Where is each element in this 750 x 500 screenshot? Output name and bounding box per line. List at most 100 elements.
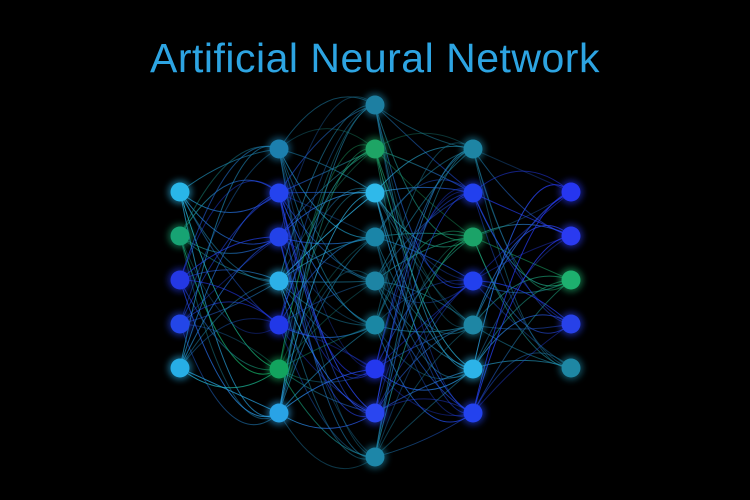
synapse-edge bbox=[278, 192, 376, 414]
neuron-input-layer-4 bbox=[170, 314, 190, 334]
neuron-hidden-layer-2-5 bbox=[365, 271, 385, 291]
neuron-hidden-layer-2-1 bbox=[365, 95, 385, 115]
synapse-edge bbox=[374, 179, 474, 238]
synapse-edge bbox=[374, 280, 474, 458]
neuron-hidden-layer-3-1 bbox=[463, 139, 483, 159]
neuron-hidden-layer-3-3 bbox=[463, 227, 483, 247]
synapse-edge bbox=[374, 230, 474, 326]
synapse-edge bbox=[472, 170, 572, 194]
neuron-hidden-layer-1-3 bbox=[269, 227, 289, 247]
neuron-output-layer-3 bbox=[561, 270, 581, 290]
synapse-edge bbox=[374, 232, 474, 238]
neuron-input-layer-2 bbox=[170, 226, 190, 246]
neuron-output-layer-2 bbox=[561, 226, 581, 246]
neuron-hidden-layer-1-5 bbox=[269, 315, 289, 335]
synapse-edge bbox=[179, 148, 280, 325]
synapse-edge bbox=[472, 235, 572, 370]
synapse-edge bbox=[374, 148, 474, 458]
synapse-edge bbox=[179, 367, 280, 389]
synapse-edge bbox=[179, 235, 280, 334]
neuron-hidden-layer-1-2 bbox=[269, 183, 289, 203]
synapse-edge bbox=[179, 279, 280, 418]
synapse-edge bbox=[179, 191, 280, 370]
neuron-hidden-layer-1-7 bbox=[269, 403, 289, 423]
synapse-edge bbox=[278, 148, 376, 282]
synapse-edge bbox=[374, 190, 474, 370]
synapse-edge bbox=[374, 104, 474, 194]
synapse-edge bbox=[179, 191, 280, 213]
synapse-edge bbox=[278, 104, 376, 326]
neuron-hidden-layer-3-7 bbox=[463, 403, 483, 423]
synapse-edge bbox=[374, 148, 474, 238]
synapse-edge bbox=[278, 187, 376, 326]
synapse-edge bbox=[472, 191, 572, 282]
page-title: Artificial Neural Network bbox=[150, 35, 600, 81]
synapse-edge bbox=[472, 314, 572, 370]
synapse-edge bbox=[374, 280, 474, 414]
synapse-edge bbox=[179, 191, 280, 417]
synapse-edge bbox=[374, 324, 474, 458]
synapse-edge bbox=[374, 192, 474, 248]
neuron-hidden-layer-2-7 bbox=[365, 359, 385, 379]
synapse-edge bbox=[472, 225, 572, 326]
synapse-edge bbox=[374, 148, 474, 282]
synapse-edge bbox=[278, 104, 376, 194]
neuron-hidden-layer-2-2 bbox=[365, 139, 385, 159]
neuron-hidden-layer-1-6 bbox=[269, 359, 289, 379]
synapse-edge bbox=[179, 280, 280, 325]
neuron-hidden-layer-1-1 bbox=[269, 139, 289, 159]
nodes-group bbox=[168, 93, 583, 469]
synapse-edge bbox=[278, 96, 376, 150]
synapse-edge bbox=[374, 236, 474, 414]
synapse-edge bbox=[179, 236, 280, 325]
neuron-output-layer-1 bbox=[561, 182, 581, 202]
synapse-edge bbox=[179, 180, 280, 281]
synapse-edge bbox=[472, 323, 572, 414]
synapse-edge bbox=[472, 148, 572, 325]
synapse-edge bbox=[278, 147, 376, 414]
neuron-hidden-layer-3-2 bbox=[463, 183, 483, 203]
synapse-edge bbox=[472, 191, 572, 414]
neuron-hidden-layer-2-9 bbox=[365, 447, 385, 467]
synapse-edge bbox=[278, 280, 376, 460]
neuron-hidden-layer-2-4 bbox=[365, 227, 385, 247]
neuron-hidden-layer-2-8 bbox=[365, 403, 385, 423]
synapse-edge bbox=[472, 235, 572, 414]
synapse-edge bbox=[278, 236, 376, 417]
synapse-edge bbox=[374, 148, 474, 370]
neuron-input-layer-3 bbox=[170, 270, 190, 290]
synapse-edge bbox=[278, 412, 376, 429]
synapse-edge bbox=[278, 236, 376, 379]
synapse-edge bbox=[472, 352, 572, 414]
synapse-edge bbox=[472, 323, 572, 330]
neuron-hidden-layer-2-3 bbox=[365, 183, 385, 203]
synapse-edge bbox=[374, 148, 474, 326]
synapse-edge bbox=[278, 236, 376, 414]
synapse-edge bbox=[278, 324, 376, 414]
synapse-edge bbox=[179, 192, 280, 325]
synapse-edge bbox=[278, 148, 376, 415]
neuron-hidden-layer-2-6 bbox=[365, 315, 385, 335]
synapse-edge bbox=[278, 412, 376, 470]
synapse-edge bbox=[374, 324, 474, 380]
synapse-edge bbox=[179, 145, 280, 369]
synapse-edge bbox=[374, 236, 474, 417]
synapse-edge bbox=[374, 236, 474, 458]
synapse-edge bbox=[472, 184, 572, 370]
neuron-input-layer-5 bbox=[170, 358, 190, 378]
synapse-edge bbox=[278, 128, 376, 150]
synapse-edge bbox=[374, 192, 474, 326]
synapse-edge bbox=[179, 236, 280, 369]
synapse-edge bbox=[278, 192, 376, 326]
synapse-edge bbox=[374, 412, 474, 458]
neuron-output-layer-5 bbox=[561, 358, 581, 378]
synapse-edge bbox=[278, 190, 376, 370]
neuron-hidden-layer-1-4 bbox=[269, 271, 289, 291]
synapse-edge bbox=[374, 148, 474, 414]
synapse-edge bbox=[374, 236, 474, 370]
neuron-hidden-layer-3-5 bbox=[463, 315, 483, 335]
synapse-edge bbox=[278, 280, 376, 414]
synapse-edge bbox=[278, 148, 376, 370]
synapse-edge bbox=[278, 280, 376, 370]
